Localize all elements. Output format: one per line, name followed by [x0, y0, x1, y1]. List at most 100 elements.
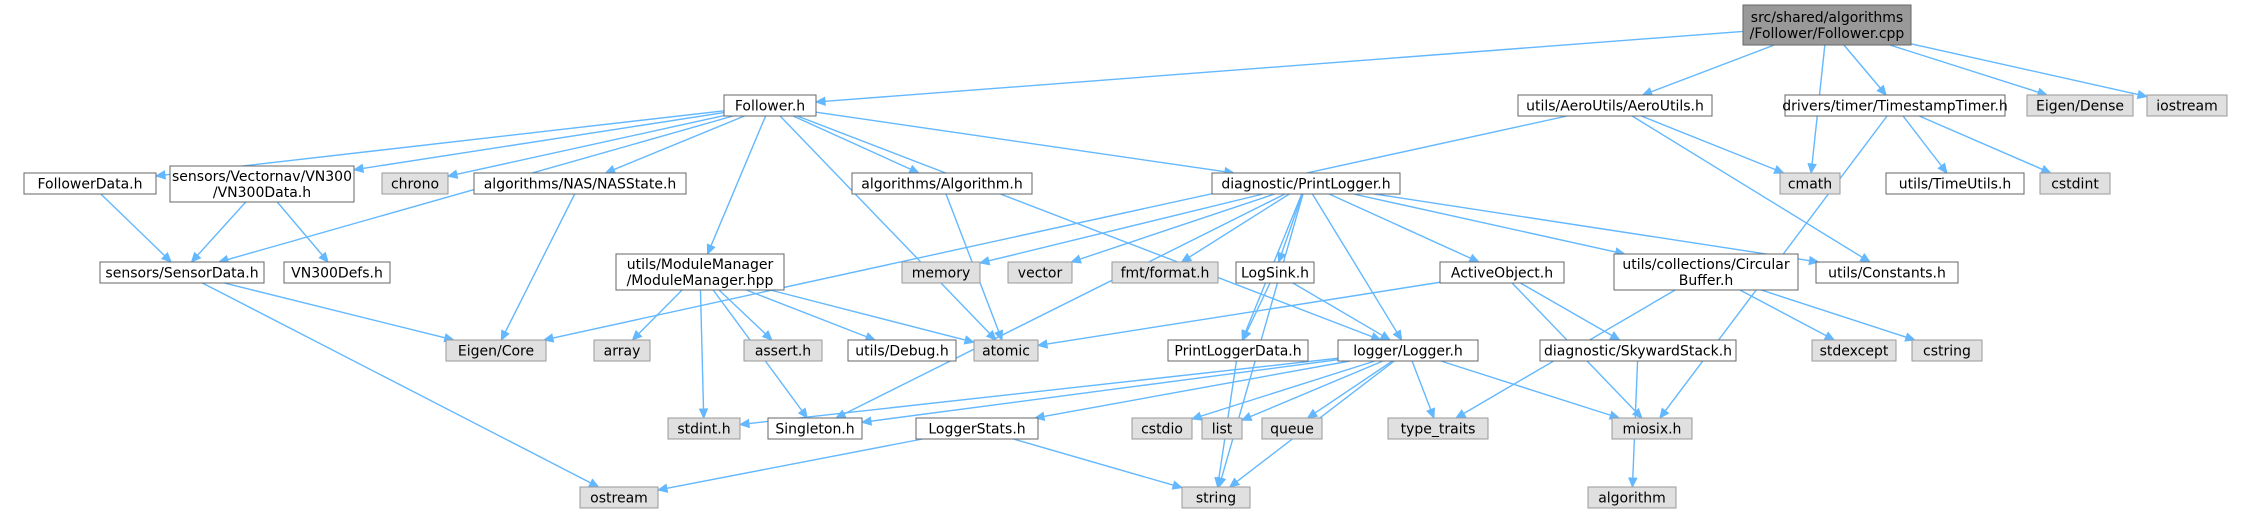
node-chrono[interactable]: chrono — [381, 172, 449, 195]
node-follower-h[interactable]: Follower.h — [723, 94, 817, 117]
node-singleton[interactable]: Singleton.h — [767, 417, 863, 440]
edge-arrowhead — [1036, 339, 1049, 349]
edge-line — [746, 289, 867, 338]
node-cstring[interactable]: cstring — [1911, 339, 1983, 362]
edges-layer — [100, 30, 2149, 493]
edge-line — [1411, 360, 1432, 410]
edge-arrowhead — [1773, 165, 1785, 174]
node-label: fmt/format.h — [1121, 266, 1210, 282]
node-label: LoggerStats.h — [928, 422, 1025, 438]
node-nasstate[interactable]: algorithms/NAS/NASState.h — [473, 172, 687, 195]
edge-line — [666, 438, 923, 489]
node-box — [1815, 261, 1959, 284]
node-eigen-core[interactable]: Eigen/Core — [445, 339, 547, 362]
edge-line — [710, 115, 767, 246]
node-box — [1885, 172, 2025, 195]
edge-line — [1650, 44, 1775, 93]
node-cmath[interactable]: cmath — [1779, 172, 1841, 195]
node-activeobject[interactable]: ActiveObject.h — [1439, 261, 1565, 284]
node-printloggerdata[interactable]: PrintLoggerData.h — [1167, 339, 1309, 362]
edge-aeroutils-to-constants — [1631, 115, 1871, 263]
edge-arrowhead — [1904, 332, 1916, 342]
edge-modulemanager-to-array — [631, 289, 683, 341]
edge-arrowhead — [1214, 476, 1224, 489]
node-vn300data[interactable]: sensors/Vectornav/VN300/VN300Data.h — [169, 165, 355, 203]
edge-circularbuffer-to-stdexcept — [1739, 289, 1836, 341]
node-algorithm[interactable]: algorithm — [1587, 486, 1677, 509]
node-type-traits[interactable]: type_traits — [1387, 417, 1489, 440]
edge-line — [224, 282, 446, 339]
node-debug-h[interactable]: utils/Debug.h — [847, 339, 957, 362]
node-vector[interactable]: vector — [1007, 261, 1073, 284]
node-constants[interactable]: utils/Constants.h — [1815, 261, 1959, 284]
node-box — [23, 172, 157, 195]
edge-arrowhead — [656, 483, 669, 493]
node-aeroutils[interactable]: utils/AeroUtils/AeroUtils.h — [1517, 94, 1713, 117]
edge-arrowhead — [1859, 252, 1871, 263]
edge-line — [613, 115, 745, 171]
node-label: Eigen/Dense — [2036, 99, 2124, 115]
node-vn300defs[interactable]: VN300Defs.h — [283, 261, 391, 284]
node-string[interactable]: string — [1181, 486, 1251, 509]
edge-arrowhead — [1823, 331, 1836, 341]
node-box — [1811, 339, 1897, 362]
node-miosix[interactable]: miosix.h — [1611, 417, 1693, 440]
node-cstdint[interactable]: cstdint — [2039, 172, 2111, 195]
node-box — [2039, 172, 2111, 195]
node-queue[interactable]: queue — [1261, 417, 1323, 440]
edge-line — [504, 193, 576, 333]
node-cstdio[interactable]: cstdio — [1131, 417, 1193, 440]
edge-printlogger-to-circularbuffer — [1353, 193, 1626, 257]
node-logger[interactable]: logger/Logger.h — [1337, 339, 1479, 362]
edge-line — [638, 289, 683, 335]
node-stdint-h[interactable]: stdint.h — [667, 417, 741, 440]
edge-line — [1353, 193, 1617, 253]
node-algorithm-h[interactable]: algorithms/Algorithm.h — [851, 172, 1033, 195]
node-fmt-format[interactable]: fmt/format.h — [1111, 261, 1219, 284]
node-box — [2026, 94, 2134, 117]
node-skywardstack[interactable]: diagnostic/SkywardStack.h — [1539, 339, 1737, 362]
node-stdexcept[interactable]: stdexcept — [1811, 339, 1897, 362]
node-box — [1387, 417, 1489, 440]
edge-line — [1043, 360, 1351, 418]
node-atomic[interactable]: atomic — [973, 339, 1039, 362]
edge-arrowhead — [1659, 407, 1670, 419]
edge-arrowhead — [1426, 407, 1436, 420]
node-logsink[interactable]: LogSink.h — [1235, 261, 1315, 284]
node-iostream[interactable]: iostream — [2146, 94, 2228, 117]
edge-logger-to-type-traits — [1411, 360, 1436, 420]
node-label: assert.h — [755, 344, 811, 360]
node-timeutils[interactable]: utils/TimeUtils.h — [1885, 172, 2025, 195]
node-sensordata[interactable]: sensors/SensorData.h — [99, 261, 265, 284]
edge-modulemanager-to-assert-h — [718, 289, 773, 341]
edge-line — [1200, 360, 1376, 417]
node-list[interactable]: list — [1201, 417, 1243, 440]
edge-arrowhead — [1180, 252, 1193, 263]
node-label: utils/ModuleManager — [627, 257, 774, 273]
node-memory[interactable]: memory — [901, 261, 981, 284]
node-label: iostream — [2156, 99, 2218, 115]
node-root[interactable]: src/shared/algorithms/Follower/Follower.… — [1742, 4, 1912, 46]
edge-arrowhead — [1242, 329, 1252, 342]
node-label: cstdio — [1141, 422, 1183, 438]
edge-line — [1328, 193, 1471, 259]
edge-arrowhead — [318, 251, 329, 263]
node-ostream[interactable]: ostream — [579, 486, 659, 509]
edge-loggerstats-to-ostream — [656, 438, 923, 493]
node-printlogger[interactable]: diagnostic/PrintLogger.h — [1211, 172, 1401, 195]
node-modulemanager[interactable]: utils/ModuleManager/ModuleManager.hpp — [615, 253, 785, 291]
edge-nasstate-to-eigen-core — [500, 193, 576, 342]
node-loggerstats[interactable]: LoggerStats.h — [915, 417, 1039, 440]
edge-logger-to-cstdio — [1190, 360, 1376, 421]
node-timestamptimer[interactable]: drivers/timer/TimestampTimer.h — [1782, 94, 2008, 117]
edge-line — [1280, 193, 1304, 254]
node-assert-h[interactable]: assert.h — [743, 339, 823, 362]
edge-arrowhead — [446, 169, 459, 179]
edge-line — [1246, 282, 1271, 333]
node-array[interactable]: array — [593, 339, 651, 362]
edge-line — [1761, 289, 1907, 338]
edge-arrowhead — [1876, 84, 1887, 96]
node-followerdata[interactable]: FollowerData.h — [23, 172, 157, 195]
node-eigen-dense[interactable]: Eigen/Dense — [2026, 94, 2134, 117]
